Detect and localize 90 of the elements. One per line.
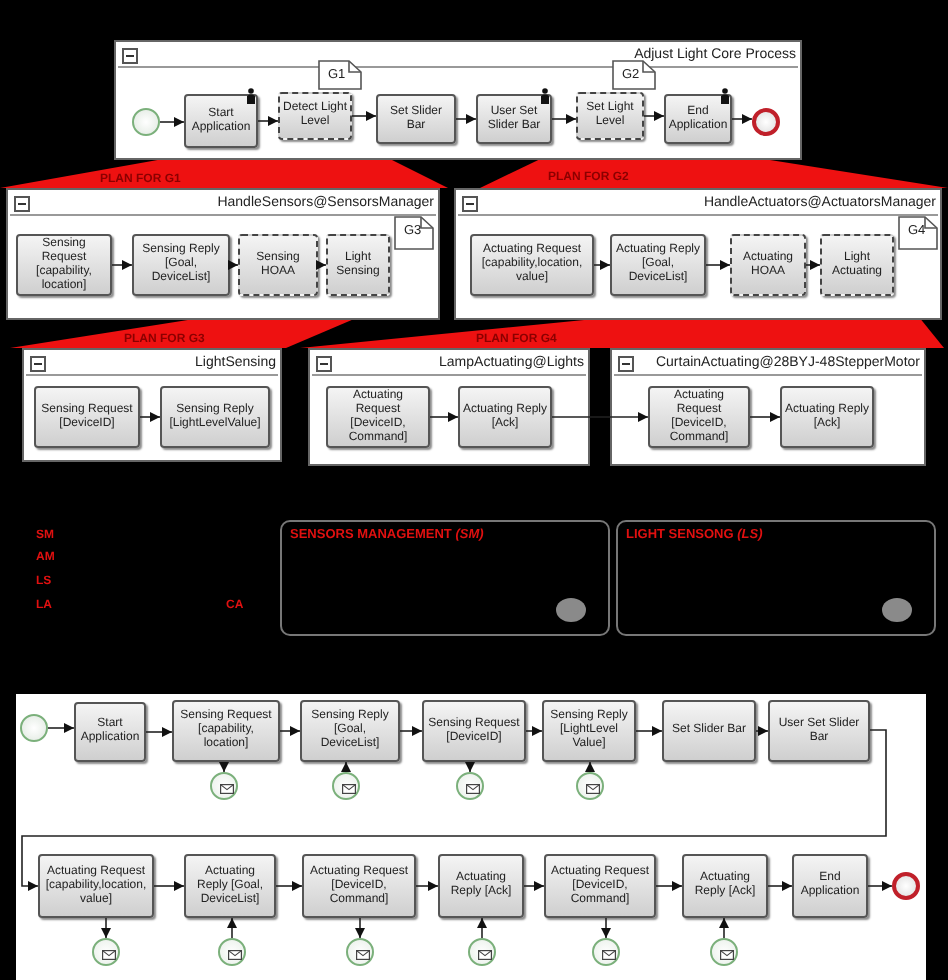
task-box [664, 94, 732, 144]
task-box [662, 700, 756, 762]
arrow [551, 412, 649, 422]
goal-note [612, 60, 656, 90]
task-box [34, 386, 140, 448]
pool-container [454, 188, 942, 320]
arrow [465, 761, 475, 773]
goal-note [318, 60, 362, 90]
task-box [326, 386, 430, 448]
arrow [351, 111, 377, 121]
task-box [438, 854, 524, 918]
arrow [635, 726, 663, 736]
arrow [585, 761, 595, 773]
task-box [300, 700, 400, 762]
arrow [523, 881, 545, 891]
pool-container [22, 348, 282, 462]
task-box [768, 700, 870, 762]
task-box [470, 234, 594, 296]
arrow [655, 881, 683, 891]
task-box [302, 854, 416, 918]
arrow [477, 917, 487, 939]
task-box [38, 854, 154, 918]
subprocess-box [326, 234, 390, 296]
arrow [551, 114, 577, 124]
arrow [159, 117, 185, 127]
arrow [275, 881, 303, 891]
task-box [458, 386, 552, 448]
arrow [111, 260, 133, 270]
arrow [257, 116, 279, 126]
task-box [132, 234, 230, 296]
arrow [705, 260, 731, 270]
arrow [228, 260, 239, 270]
goal-note [394, 216, 434, 250]
arrow [399, 726, 423, 736]
task-box [422, 700, 526, 762]
task-box [172, 700, 280, 762]
panel-box [616, 520, 936, 636]
arrow [867, 881, 893, 891]
task-box [542, 700, 636, 762]
arrow [153, 881, 185, 891]
pool-container [6, 188, 440, 320]
task-box [476, 94, 552, 144]
task-box [780, 386, 874, 448]
task-box [160, 386, 270, 448]
arrow [145, 727, 173, 737]
panel-box [280, 520, 610, 636]
arrow [525, 726, 543, 736]
arrow [139, 412, 161, 422]
task-box [184, 854, 276, 918]
task-box [610, 234, 706, 296]
arrow [355, 917, 365, 939]
arrow [749, 412, 781, 422]
subprocess-box [238, 234, 318, 296]
task-box [74, 702, 146, 762]
arrow [593, 260, 611, 270]
arrow [731, 114, 753, 124]
arrow [101, 917, 111, 939]
arrow [219, 761, 229, 773]
arrow [415, 881, 439, 891]
arrow [429, 412, 459, 422]
task-box [792, 854, 868, 918]
pool-container [114, 40, 802, 160]
pool-container [610, 348, 926, 466]
arrow [341, 761, 351, 773]
task-box [184, 94, 258, 148]
subprocess-box [576, 92, 644, 140]
subprocess-box [730, 234, 806, 296]
arrow [643, 111, 665, 121]
arrow [719, 917, 729, 939]
task-box [376, 94, 456, 144]
task-box [544, 854, 656, 918]
arrow [279, 726, 301, 736]
pool-container [308, 348, 590, 466]
start-event-circle [132, 108, 160, 136]
end-event-circle [752, 108, 780, 136]
task-box [648, 386, 750, 448]
goal-note [898, 216, 938, 250]
arrow [601, 917, 611, 939]
task-box [682, 854, 768, 918]
arrow [316, 260, 327, 270]
arrow [21, 729, 887, 891]
subprocess-box [278, 92, 352, 140]
arrow [805, 260, 821, 270]
arrow [47, 723, 75, 733]
arrow [767, 881, 793, 891]
arrow [755, 726, 769, 736]
subprocess-box [820, 234, 894, 296]
task-box [16, 234, 112, 296]
arrow [227, 917, 237, 939]
arrow [455, 114, 477, 124]
